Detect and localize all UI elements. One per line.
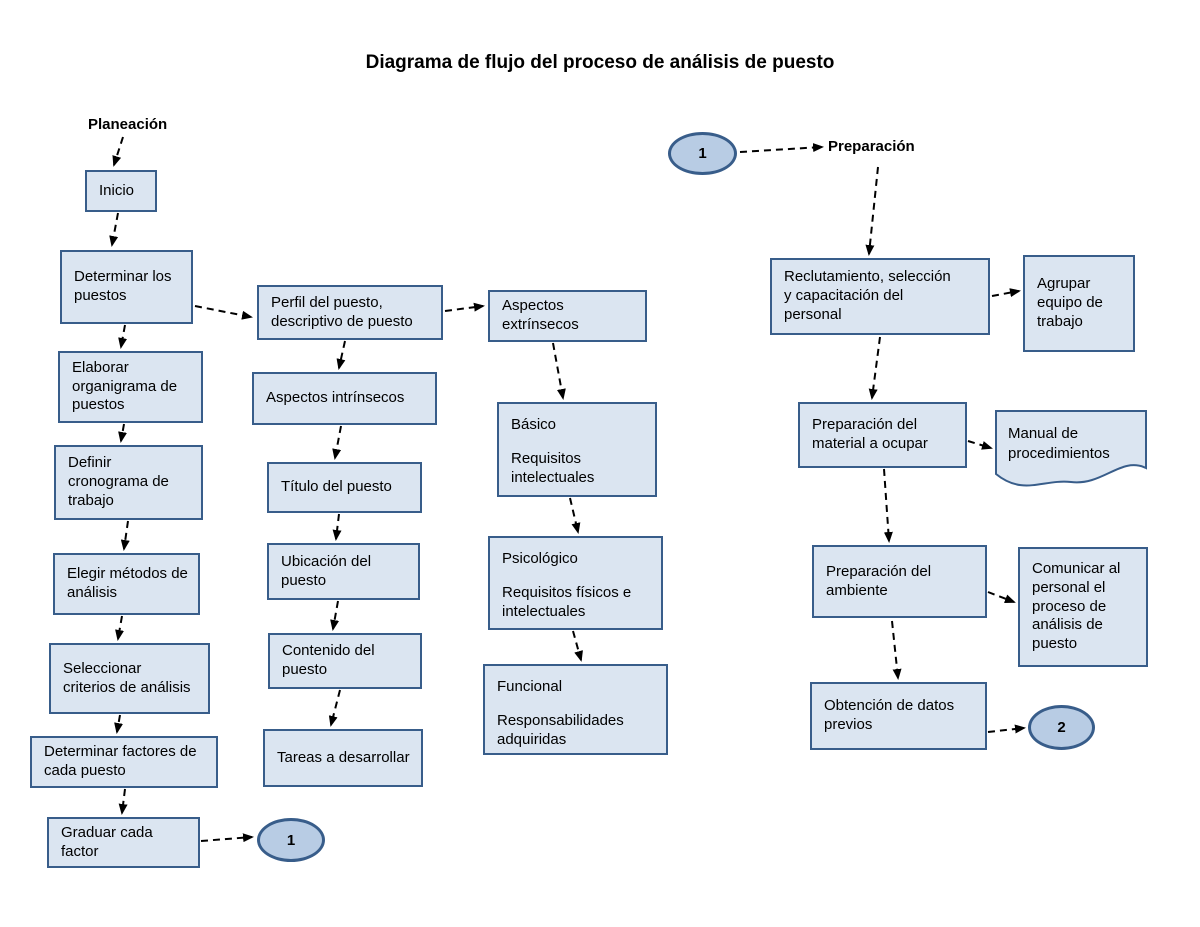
node-preparacion-ambiente-text: Preparación del ambiente (826, 562, 932, 599)
node-tareas-desarrollar: Tareas a desarrollar (263, 729, 423, 787)
arrow-aspectos-intrinsecos-to-titulo-puesto (332, 425, 342, 460)
node-determinar-puestos-text: Determinar los puestos (74, 268, 172, 304)
node-graduar-factor-text: Graduar cada factor (61, 823, 153, 860)
document-shape-icon (995, 410, 1147, 487)
node-elegir-metodos: Elegir métodos de análisis (53, 553, 200, 615)
connector-1-bottom: 1 (257, 818, 325, 862)
node-manual-procedimientos: Manual de procedimientos (995, 410, 1147, 492)
node-comunicar-personal: Comunicar al personal el proceso de anál… (1018, 547, 1148, 667)
node-tareas-desarrollar-text: Tareas a desarrollar (277, 748, 410, 766)
arrow-titulo-puesto-to-ubicacion-puesto (332, 513, 342, 541)
node-contenido-puesto: Contenido del puesto (268, 633, 422, 689)
node-psicologico: Psicológico Requisitos físicos e intelec… (488, 536, 663, 630)
node-inicio-text: Inicio (99, 181, 135, 199)
node-determinar-factores-text: Determinar factores de cada puesto (44, 743, 197, 779)
node-seleccionar-criterios: Seleccionar criterios de análisis (49, 643, 210, 714)
connector-1-bottom-text: 1 (286, 831, 296, 849)
arrow-preparacion-ambiente-to-comunicar (987, 591, 1016, 603)
node-determinar-factores: Determinar factores de cada puesto (30, 736, 218, 788)
node-titulo-puesto: Título del puesto (267, 462, 422, 513)
node-ubicacion-puesto: Ubicación del puesto (267, 543, 420, 600)
arrow-perfil-puesto-to-aspectos-extrinsecos (444, 302, 485, 312)
node-aspectos-extrinsecos: Aspectos extrínsecos (488, 290, 647, 342)
arrow-seleccionar-criterios-to-determinar-factores (114, 714, 123, 734)
node-perfil-puesto-text: Perfil del puesto, descriptivo de puesto (271, 293, 413, 330)
node-agrupar-equipo: Agrupar equipo de trabajo (1023, 255, 1135, 352)
connector-2: 2 (1028, 705, 1095, 750)
arrow-contenido-puesto-to-tareas-desarrollar (328, 689, 341, 727)
arrow-preparacion-material-to-preparacion-ambiente (883, 468, 893, 543)
arrow-perfil-puesto-to-aspectos-intrinsecos (336, 340, 346, 370)
arrow-definir-cronograma-to-elegir-metodos (120, 520, 130, 551)
node-elaborar-organigrama: Elaborar organigrama de puestos (58, 351, 203, 423)
arrow-aspectos-extrinsecos-to-basico (552, 342, 566, 400)
connector-2-text: 2 (1057, 719, 1066, 736)
node-preparacion-material: Preparación del material a ocupar (798, 402, 967, 468)
node-funcional-line1: Funcional (497, 678, 563, 695)
node-titulo-puesto-text: Título del puesto (281, 478, 392, 496)
arrow-elegir-metodos-to-seleccionar-criterios (115, 615, 124, 641)
node-aspectos-intrinsecos-text: Aspectos intrínsecos (266, 389, 405, 407)
arrow-graduar-factor-to-connector-1 (200, 833, 254, 843)
arrow-preparacion-to-reclutamiento (865, 166, 879, 256)
node-basico-line2: Requisitos intelectuales (511, 449, 595, 486)
node-definir-cronograma: Definir cronograma de trabajo (54, 445, 203, 520)
node-funcional: Funcional Responsabilidades adquiridas (483, 664, 668, 755)
node-aspectos-intrinsecos: Aspectos intrínsecos (252, 372, 437, 425)
node-psicologico-line1: Psicológico (502, 550, 578, 567)
node-aspectos-extrinsecos-text: Aspectos extrínsecos (502, 297, 579, 333)
arrow-obtencion-datos-to-connector-2 (987, 724, 1026, 734)
arrow-psicologico-to-funcional (572, 630, 583, 662)
node-obtencion-datos: Obtención de datos previos (810, 682, 987, 750)
node-elaborar-organigrama-text: Elaborar organigrama de puestos (72, 358, 178, 414)
arrow-determinar-puestos-to-perfil-puesto (194, 305, 253, 320)
diagram-title: Diagrama de flujo del proceso de análisi… (365, 52, 835, 73)
node-obtencion-datos-text: Obtención de datos previos (824, 697, 955, 733)
node-psicologico-line2: Requisitos físicos e intelectuales (502, 583, 632, 620)
node-perfil-puesto: Perfil del puesto, descriptivo de puesto (257, 285, 443, 340)
node-graduar-factor: Graduar cada factor (47, 817, 200, 868)
node-inicio: Inicio (85, 170, 157, 212)
node-definir-cronograma-text: Definir cronograma de trabajo (68, 454, 169, 509)
arrow-determinar-factores-to-graduar-factor (118, 788, 128, 815)
node-elegir-metodos-text: Elegir métodos de análisis (67, 565, 188, 601)
arrow-ubicacion-puesto-to-contenido-puesto (330, 600, 340, 631)
node-manual-procedimientos-text: Manual de procedimientos (1008, 425, 1110, 462)
node-agrupar-equipo-text: Agrupar equipo de trabajo (1037, 275, 1103, 330)
arrow-preparacion-ambiente-to-obtencion-datos (891, 620, 902, 680)
connector-1-top: 1 (668, 132, 737, 175)
arrow-connector-1-to-preparacion (739, 143, 824, 153)
arrow-planeacion-to-inicio (112, 136, 124, 167)
node-ubicacion-puesto-text: Ubicación del puesto (281, 552, 372, 589)
connector-1-top-text: 1 (698, 145, 707, 162)
node-reclutamiento-text: Reclutamiento, selección y capacitación … (784, 268, 951, 323)
arrow-elaborar-organigrama-to-definir-cronograma (118, 423, 127, 443)
stage-label-preparacion: Preparación (828, 138, 915, 155)
node-comunicar-personal-text: Comunicar al personal el proceso de anál… (1032, 560, 1121, 653)
stage-label-planeacion: Planeación (88, 116, 168, 133)
node-preparacion-ambiente: Preparación del ambiente (812, 545, 987, 618)
arrow-reclutamiento-to-preparacion-material (868, 336, 881, 400)
node-basico: Básico Requisitos intelectuales (497, 402, 657, 497)
arrow-preparacion-material-to-manual (967, 440, 993, 450)
node-contenido-puesto-text: Contenido del puesto (282, 642, 375, 678)
node-funcional-line2: Responsabilidades adquiridas (497, 711, 624, 748)
node-determinar-puestos: Determinar los puestos (60, 250, 193, 324)
node-reclutamiento: Reclutamiento, selección y capacitación … (770, 258, 990, 335)
node-preparacion-material-text: Preparación del material a ocupar (812, 416, 928, 452)
arrow-basico-to-psicologico (569, 497, 581, 534)
arrow-determinar-puestos-to-elaborar-organigrama (118, 324, 128, 349)
arrow-inicio-to-determinar-puestos (109, 212, 119, 247)
arrow-reclutamiento-to-agrupar-equipo (991, 288, 1021, 298)
node-basico-line1: Básico (511, 416, 557, 433)
node-seleccionar-criterios-text: Seleccionar criterios de análisis (63, 659, 191, 696)
